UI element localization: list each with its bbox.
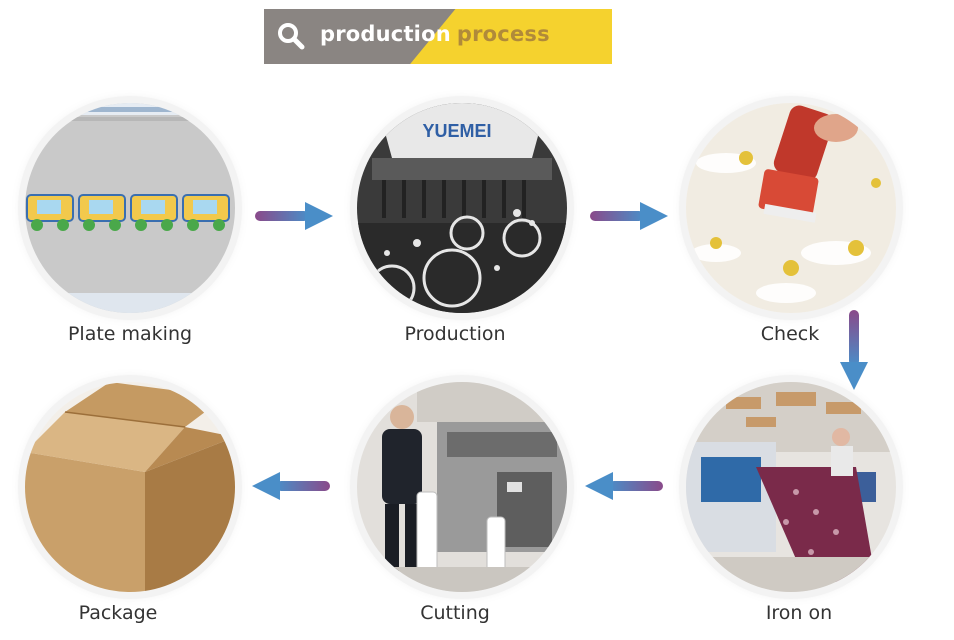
arrow-left-1: [585, 472, 663, 500]
package-image: [25, 382, 235, 592]
check-image: [686, 103, 896, 313]
arrow-right-1: [255, 202, 333, 230]
step-plate-making: Plate making: [25, 103, 245, 345]
step-label-cutting: Cutting: [420, 602, 490, 624]
step-label-production: Production: [404, 323, 506, 345]
arrow-left-2: [252, 472, 330, 500]
iron-on-image: [686, 382, 896, 592]
step-label-plate-making: Plate making: [67, 323, 193, 345]
step-label-iron-on: Iron on: [765, 602, 833, 624]
step-label-package: Package: [78, 602, 158, 624]
production-image: YUEMEI: [357, 103, 567, 313]
embroidery-pattern: [26, 194, 230, 231]
machine-brand-text: YUEMEI: [422, 121, 491, 141]
step-label-check: Check: [760, 323, 820, 345]
banner-word-process: process: [456, 22, 550, 46]
cutting-image: [357, 382, 567, 592]
step-iron-on: Iron on: [686, 382, 906, 624]
search-icon: [278, 23, 305, 50]
step-check: Check: [686, 103, 906, 345]
step-cutting: Cutting: [357, 382, 577, 624]
arrow-down: [840, 310, 868, 390]
arrow-right-2: [590, 202, 668, 230]
step-production: YUEMEI Production: [357, 103, 577, 345]
lint-roller: [758, 105, 858, 223]
banner-word-production: production: [320, 22, 451, 46]
operator-figure: [382, 405, 422, 574]
plate-making-image: [25, 103, 235, 313]
step-package: Package: [25, 382, 245, 624]
